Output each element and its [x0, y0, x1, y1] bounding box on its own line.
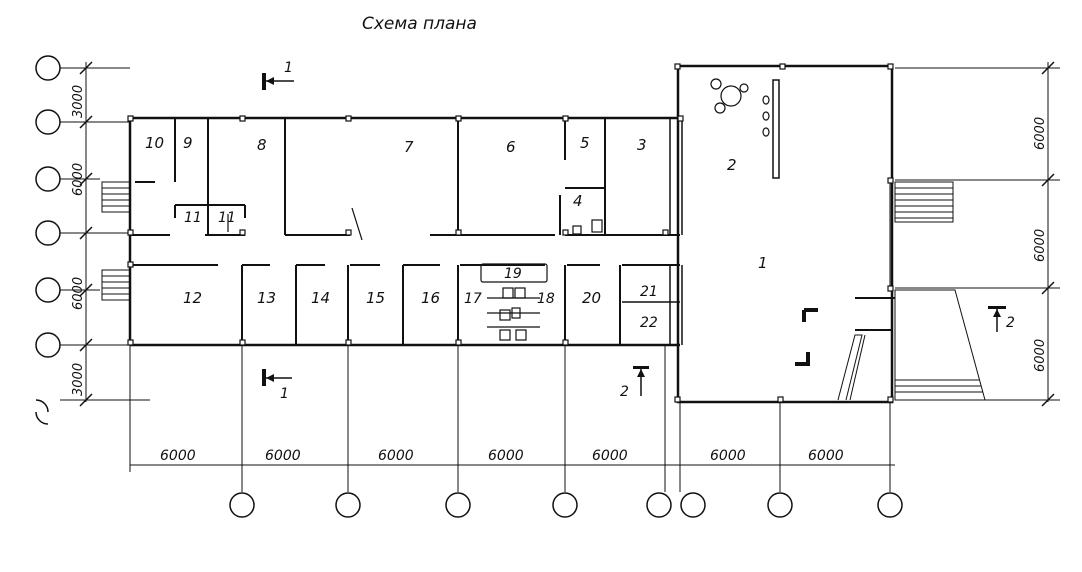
room-number: 2	[727, 156, 737, 174]
section-label: 1	[284, 60, 293, 76]
plan-title: Схема плана	[362, 14, 477, 34]
section-markers	[262, 73, 1006, 396]
room-number: 8	[257, 136, 267, 154]
room-number: 11	[184, 210, 202, 226]
dimension-label: 6000	[592, 448, 628, 464]
section-label: 2	[1006, 315, 1015, 331]
room-number: 1	[758, 254, 768, 272]
axis-bubble	[767, 492, 793, 518]
dimension-label: 6000	[71, 163, 86, 196]
axis-bubble	[229, 492, 255, 518]
axis-bubble	[335, 492, 361, 518]
room-number: 10	[145, 134, 164, 152]
stairs	[101, 181, 986, 401]
room-number: 22	[640, 315, 658, 331]
room-number: 12	[183, 289, 202, 307]
axis-bubble	[680, 492, 706, 518]
dimension-label: 3000	[71, 85, 86, 118]
axis-bubble	[552, 492, 578, 518]
axis-bubble	[35, 399, 49, 413]
room-number: 19	[504, 266, 522, 282]
dimension-label: 6000	[378, 448, 414, 464]
axis-bubble	[35, 332, 61, 358]
dimension-label: 3000	[71, 363, 86, 396]
axis-bubble	[35, 220, 61, 246]
furniture	[227, 78, 770, 341]
room-number: 6	[506, 138, 516, 156]
dimension-label: 6000	[710, 448, 746, 464]
grid-axis-bubbles	[35, 55, 903, 518]
axis-bubble	[35, 166, 61, 192]
dimension-label: 6000	[160, 448, 196, 464]
axis-bubble	[35, 277, 61, 303]
room-number: 3	[637, 136, 647, 154]
dimension-label: 6000	[1033, 117, 1048, 150]
room-number: 7	[404, 138, 414, 156]
room-numbers: 1 2 3 4 5 6 7 8 9 10 11 11 12 13 14 15 1…	[145, 134, 768, 331]
axis-bubble	[35, 109, 61, 135]
room-number: 9	[183, 134, 193, 152]
dimension-label: 6000	[71, 277, 86, 310]
room-number: 18	[537, 291, 555, 307]
dimension-label: 6000	[1033, 229, 1048, 262]
section-label: 2	[620, 384, 629, 400]
axis-bubble	[646, 492, 672, 518]
axis-bubble	[35, 55, 61, 81]
room-number: 11	[218, 210, 236, 226]
room-number: 17	[464, 291, 482, 307]
dimension-lines	[60, 61, 1060, 492]
room-number: 13	[257, 289, 276, 307]
room-number: 15	[366, 289, 385, 307]
section-label: 1	[280, 386, 289, 402]
section-labels: 1 1 2 2	[280, 60, 1015, 402]
dimension-label: 6000	[265, 448, 301, 464]
dimension-label: 6000	[1033, 339, 1048, 372]
room-number: 5	[580, 134, 590, 152]
room-number: 21	[640, 284, 658, 300]
room-number: 16	[421, 289, 440, 307]
dimension-label: 6000	[808, 448, 844, 464]
room-number: 20	[582, 289, 601, 307]
dimension-labels: 6000 6000 6000 6000 6000 6000 6000 3000 …	[71, 85, 1048, 464]
axis-bubble	[877, 492, 903, 518]
dimension-label: 6000	[488, 448, 524, 464]
room-number: 4	[573, 192, 583, 210]
axis-bubble	[445, 492, 471, 518]
room-number: 14	[311, 289, 330, 307]
columns	[127, 63, 894, 403]
